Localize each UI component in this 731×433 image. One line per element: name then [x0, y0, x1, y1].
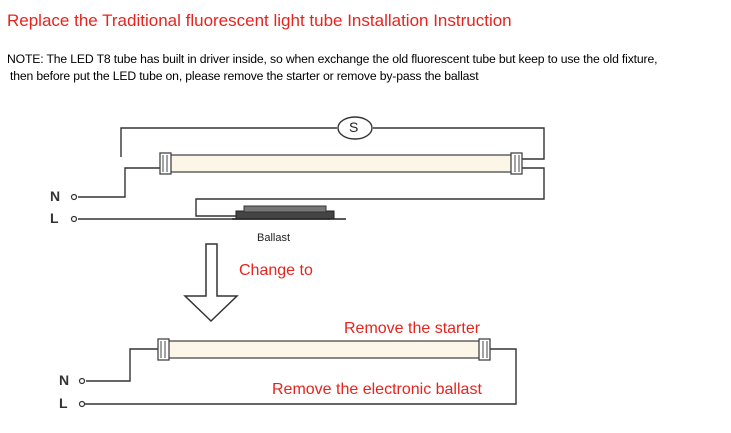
top-fixture-wiring	[78, 127, 545, 220]
remove-starter-label: Remove the starter	[344, 320, 481, 337]
down-arrow	[183, 243, 239, 323]
led-wiring	[84, 348, 517, 405]
ballast-label: Ballast	[257, 232, 291, 244]
terminal-n-label-bottom: N	[59, 372, 70, 388]
terminal-l-bottom	[78, 400, 86, 408]
return-wire-bottom	[84, 348, 517, 405]
terminal-n-bottom	[78, 377, 86, 385]
neutral-wire-top	[78, 167, 160, 198]
starter-wire-loop	[120, 127, 337, 157]
neutral-wire-bottom	[86, 348, 158, 382]
installation-note: NOTE: The LED T8 tube has built in drive…	[7, 51, 729, 85]
starter-wire-loop-right	[373, 127, 545, 160]
ballast-device	[232, 205, 346, 220]
note-line-1: NOTE: The LED T8 tube has built in drive…	[7, 52, 658, 66]
terminal-n-label-top: N	[50, 188, 61, 204]
note-line-2: then before put the LED tube on, please …	[10, 69, 479, 83]
starter-symbol-label: S	[349, 119, 359, 135]
return-wire-top	[195, 167, 545, 217]
change-to-label: Change to	[239, 262, 313, 279]
page-title: Replace the Traditional fluorescent ligh…	[7, 11, 512, 30]
terminal-l-top	[70, 215, 78, 223]
terminal-n-top	[70, 193, 78, 201]
remove-ballast-label: Remove the electronic ballast	[272, 381, 482, 398]
starter-symbol	[337, 116, 373, 140]
fluorescent-tube	[159, 152, 523, 175]
led-tube	[157, 338, 491, 361]
terminal-l-label-top: L	[50, 210, 59, 226]
terminal-l-label-bottom: L	[59, 395, 68, 411]
